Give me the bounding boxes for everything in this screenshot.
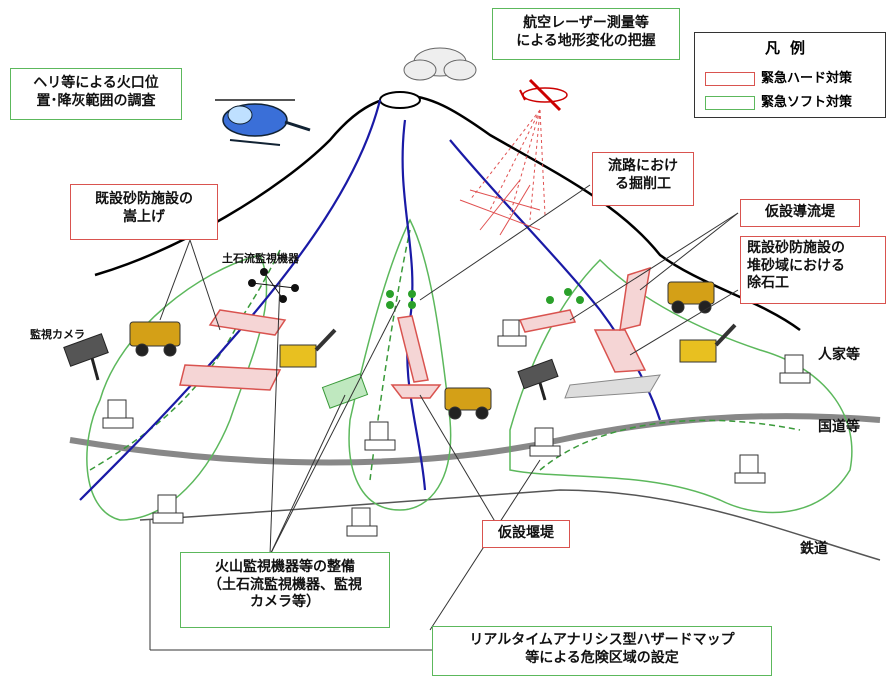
guide-levee-center	[397, 315, 429, 383]
excavator-icon	[279, 323, 737, 368]
label-debris-monitor: 土石流監視機器	[222, 252, 299, 265]
hazard-zone-left	[86, 254, 268, 521]
railway-line	[139, 489, 881, 561]
laser-beams	[469, 109, 546, 221]
legend-item-soft: 緊急ソフト対策	[705, 91, 852, 110]
guide-levee-far-right	[619, 266, 651, 331]
raised-dam-upper	[208, 309, 287, 336]
camera-icon	[63, 333, 559, 401]
label-sediment-removal: 既設砂防施設の 堆砂域における 除石工	[740, 236, 886, 304]
leader-lines	[149, 184, 739, 651]
hazard-zone-right	[509, 258, 853, 514]
label-camera: 監視カメラ	[30, 328, 85, 341]
crater	[379, 91, 421, 109]
label-hazard-map: リアルタイムアナリシス型ハザードマップ 等による危険区域の設定	[432, 626, 772, 676]
legend: 凡例 緊急ハード対策 緊急ソフト対策	[694, 32, 886, 118]
label-raise-existing: 既設砂防施設の 嵩上げ	[70, 184, 218, 240]
camera-icon-green	[321, 373, 369, 409]
dashed-zone-right	[539, 419, 801, 471]
laser-grid	[459, 179, 541, 236]
helicopter-icon	[215, 99, 311, 146]
national-road	[69, 413, 881, 466]
debris-sensor-icon-green	[386, 288, 584, 309]
airplane-icon	[519, 78, 568, 112]
label-houses: 人家等	[818, 347, 860, 363]
sediment-removal-right	[593, 329, 647, 373]
debris-sensor-icon	[248, 268, 299, 303]
label-monitoring-equipment: 火山監視機器等の整備 （土石流監視機器、監視 カメラ等）	[180, 552, 390, 628]
eruption-cloud	[403, 47, 477, 81]
existing-dam-right	[564, 374, 661, 399]
guide-levee-right	[518, 309, 577, 333]
temp-dam-center	[390, 384, 442, 399]
legend-swatch-hard	[705, 71, 755, 86]
label-railway: 鉄道	[800, 541, 828, 557]
legend-label-soft: 緊急ソフト対策	[761, 95, 853, 110]
label-national-road: 国道等	[818, 419, 860, 435]
label-temp-dam: 仮設堰堤	[482, 520, 570, 548]
dump-truck-icon	[129, 281, 715, 420]
label-laser-survey: 航空レーザー測量等 による地形変化の把握	[492, 8, 680, 60]
legend-label-hard: 緊急ハード対策	[761, 71, 853, 86]
hazard-zone-center	[348, 218, 452, 511]
raised-dam-lower	[179, 364, 282, 391]
legend-item-hard: 緊急ハード対策	[705, 67, 852, 86]
river-left	[79, 99, 382, 501]
label-channel-excavation: 流路におけ る掘削工	[592, 152, 694, 206]
legend-swatch-soft	[705, 95, 755, 110]
label-temp-guide-levee: 仮設導流堤	[740, 199, 860, 227]
house-icon	[102, 319, 811, 537]
legend-title: 凡例	[764, 39, 815, 57]
label-heli-survey: ヘリ等による火口位 置･降灰範囲の調査	[10, 68, 182, 120]
